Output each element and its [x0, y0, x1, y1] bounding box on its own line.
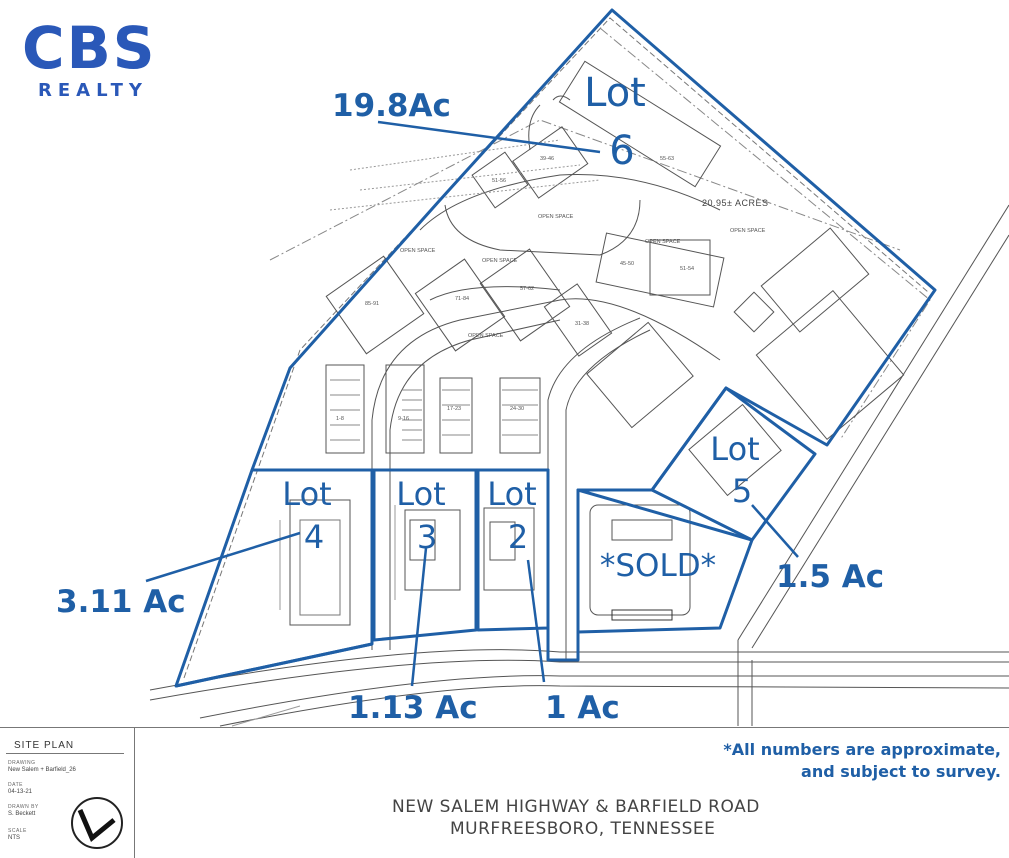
unit-range-label: 24-30 [510, 406, 524, 412]
lot-4-boundary [174, 468, 374, 688]
lot-6-label: Lot [584, 70, 646, 116]
sold-lot-boundary [576, 488, 754, 634]
title-block-info: SITE PLAN DRAWING New Salem + Barfield_2… [0, 728, 135, 858]
unit-range-label: 71-84 [455, 296, 469, 302]
unit-range-label: 9-16 [398, 416, 409, 422]
unit-range-label: 55-63 [660, 156, 674, 162]
open-space-label: OPEN SPACE [468, 333, 504, 339]
logo-subtitle: REALTY [38, 80, 148, 101]
unit-range-label: 17-23 [447, 406, 461, 412]
drawing-field: DRAWING New Salem + Barfield_26 [8, 760, 76, 774]
cbs-realty-logo: CBS REALTY [22, 18, 172, 101]
scale-label: SCALE [8, 828, 27, 834]
lot-labels: Lot 6 19.8Ac Lot 5 1.5 Ac Lot 4 3.11 Ac … [56, 70, 884, 726]
lot-6-number: 6 [609, 128, 634, 174]
scale-field: SCALE NTS [8, 828, 27, 842]
drawn-by-value: S. Beckett [8, 811, 36, 817]
lot-5-acreage: 1.5 Ac [776, 559, 884, 595]
approximation-note: *All numbers are approximate, and subjec… [723, 739, 1001, 783]
lot-4-leader [145, 531, 301, 583]
lot-4-frontage [175, 642, 373, 688]
lot-boundaries [145, 8, 937, 688]
sold-label: *SOLD* [600, 548, 716, 584]
drawing-label: DRAWING [8, 760, 36, 766]
lot-2-acreage: 1 Ac [545, 690, 620, 726]
unit-range-label: 1-8 [336, 416, 344, 422]
open-space-label: OPEN SPACE [538, 214, 574, 220]
project-location: NEW SALEM HIGHWAY & BARFIELD ROAD MURFRE… [392, 796, 760, 840]
open-space-label: OPEN SPACE [482, 258, 518, 264]
lot-4-label: Lot [282, 475, 331, 513]
lot-5-label: Lot [710, 430, 759, 468]
date-value: 04-13-21 [8, 789, 33, 795]
lot-2-boundary [476, 468, 550, 632]
project-street: NEW SALEM HIGHWAY & BARFIELD ROAD [392, 797, 760, 817]
logo-brand: CBS [22, 14, 157, 82]
lot-3-boundary [372, 468, 478, 642]
cad-linework [149, 17, 1009, 727]
sheet-title: SITE PLAN [14, 740, 75, 751]
unit-range-label: 39-46 [540, 156, 554, 162]
lot-2-leader [526, 559, 546, 683]
scale-value: NTS [8, 835, 20, 841]
drawn-by-field: DRAWN BY S. Beckett [8, 804, 39, 818]
open-space-label: OPEN SPACE [730, 228, 766, 234]
drawing-value: New Salem + Barfield_26 [8, 767, 76, 773]
unit-range-label: 51-56 [492, 178, 506, 184]
lot-3-label: Lot [396, 475, 445, 513]
unit-range-label: 85-91 [365, 301, 379, 307]
lot-6-leader [377, 120, 601, 154]
lot-5-boundary [650, 386, 817, 542]
unit-range-label: 45-50 [620, 261, 634, 267]
title-block: SITE PLAN DRAWING New Salem + Barfield_2… [0, 727, 1009, 858]
open-space-label: OPEN SPACE [400, 248, 436, 254]
north-arrow-icon [71, 797, 123, 849]
date-field: DATE 04-13-21 [8, 782, 32, 796]
lot-5-number: 5 [732, 472, 752, 510]
note-line-1: *All numbers are approximate, [723, 740, 1001, 759]
drawn-by-label: DRAWN BY [8, 804, 39, 810]
divider [6, 753, 124, 754]
lot-6-acreage: 19.8Ac [332, 88, 451, 124]
lot-5-leader [751, 504, 799, 558]
unit-range-label: 57-62 [520, 286, 534, 292]
lot-2-number: 2 [508, 518, 528, 556]
plan-labels: 20.95± ACRES OPEN SPACE OPEN SPACE OPEN … [336, 156, 768, 422]
lot-3-acreage: 1.13 Ac [348, 690, 478, 726]
lot-4-acreage: 3.11 Ac [56, 584, 186, 620]
project-city: MURFREESBORO, TENNESSEE [450, 819, 716, 839]
total-acres-label: 20.95± ACRES [702, 198, 768, 208]
lot-3-number: 3 [417, 518, 437, 556]
lot-3-leader [410, 547, 428, 687]
lot-2-label: Lot [487, 475, 536, 513]
lot-4-number: 4 [304, 518, 324, 556]
note-line-2: and subject to survey. [801, 762, 1001, 781]
date-label: DATE [8, 782, 23, 788]
open-space-label: OPEN SPACE [645, 239, 681, 245]
unit-range-label: 51-54 [680, 266, 694, 272]
unit-range-label: 31-38 [575, 321, 589, 327]
